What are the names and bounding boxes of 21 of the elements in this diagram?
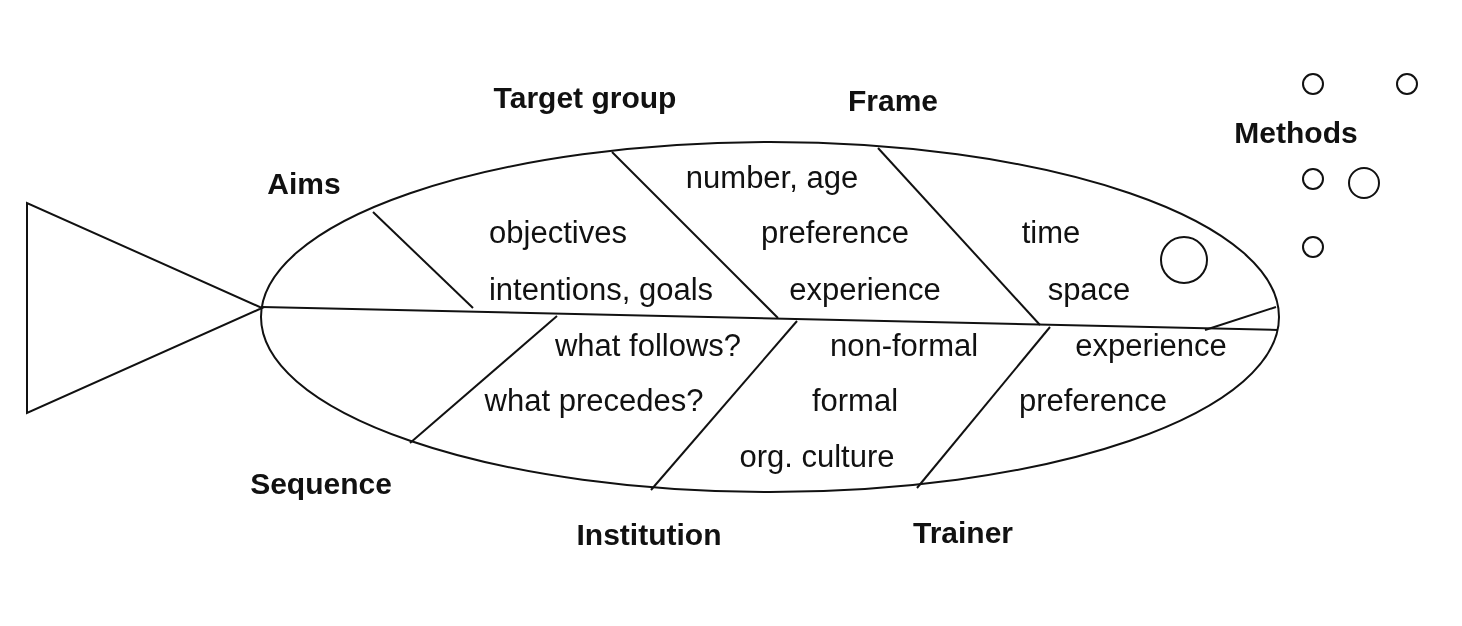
bone-label: org. culture <box>739 439 895 475</box>
bone-label: time <box>1021 215 1081 251</box>
bone-label: intentions, goals <box>489 272 713 308</box>
bone-label: space <box>1047 272 1131 308</box>
bone-label: experience <box>1075 328 1227 364</box>
category-label: Aims <box>267 166 341 200</box>
category-label: Frame <box>848 83 938 117</box>
bone-label: experience <box>789 272 941 308</box>
bone-label: formal <box>811 383 899 419</box>
bone-label: what precedes? <box>484 383 704 419</box>
bone-label: what follows? <box>554 328 742 364</box>
bone-label: preference <box>760 215 910 251</box>
bone-label: number, age <box>685 160 859 196</box>
bone-label: objectives <box>489 215 627 251</box>
bone-label: non-formal <box>829 328 979 364</box>
category-label: Trainer <box>912 515 1014 549</box>
category-label: Institution <box>576 517 722 551</box>
bone-label: preference <box>1018 383 1168 419</box>
category-label: Sequence <box>250 466 392 500</box>
category-label: Methods <box>1234 115 1358 149</box>
category-label: Target group <box>493 80 677 114</box>
